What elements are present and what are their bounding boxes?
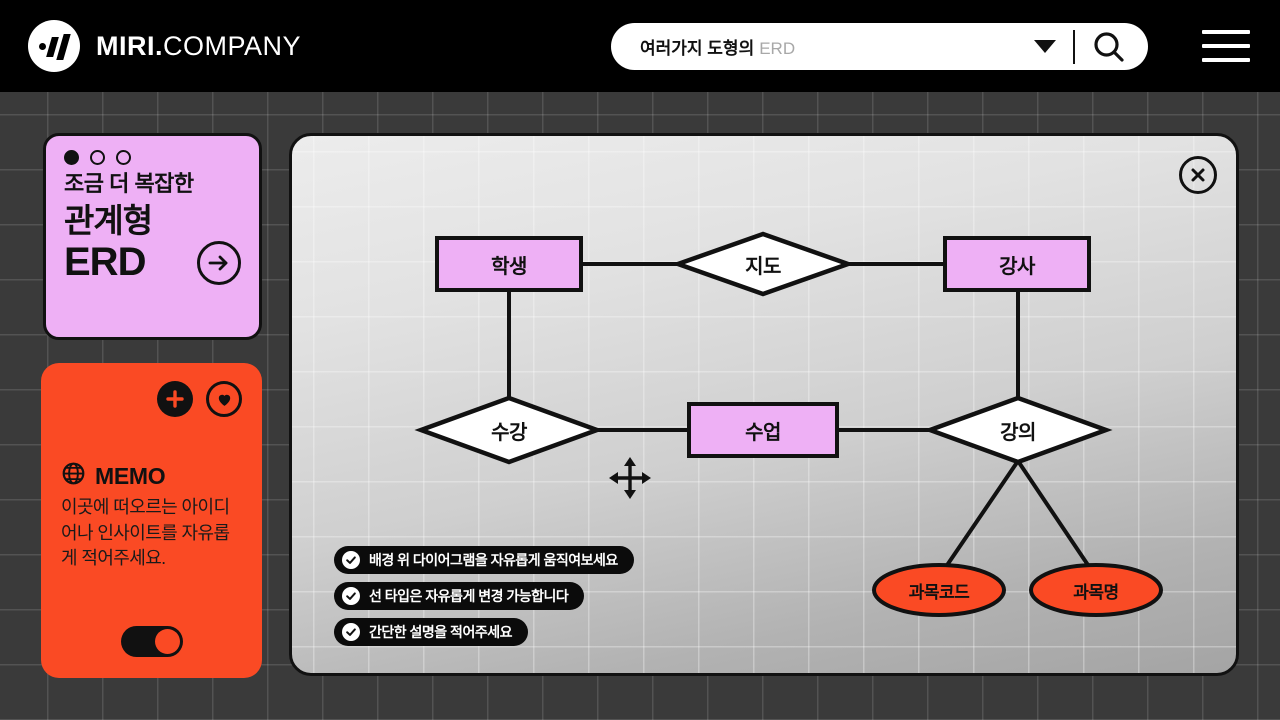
ellipse-subject-name	[1029, 563, 1163, 617]
diamond-guide	[671, 231, 855, 297]
list-item[interactable]: 선 타입은 자유롭게 변경 가능합니다	[334, 582, 585, 610]
memo-text[interactable]: 이곳에 떠오르는 아이디어나 인사이트를 자유롭게 적어주세요.	[61, 497, 230, 569]
globe-icon	[61, 461, 86, 491]
check-icon	[342, 623, 360, 641]
brand-name-light: COMPANY	[163, 30, 302, 61]
entity-instructor[interactable]: 강사	[943, 236, 1091, 292]
entity-class[interactable]: 수업	[687, 402, 839, 458]
erd-attribute-ellipses	[872, 563, 1163, 617]
hamburger-menu-icon[interactable]	[1202, 30, 1250, 62]
attribute-subject-name-label: 과목명	[1073, 582, 1119, 602]
relationship-enroll-label: 수강	[491, 421, 527, 444]
entity-class-label: 수업	[745, 421, 781, 444]
list-item-label: 선 타입은 자유롭게 변경 가능합니다	[369, 588, 569, 604]
search-input-placeholder: ERD	[759, 39, 796, 58]
search-icon[interactable]	[1092, 30, 1126, 64]
brand-name: MIRI.COMPANY	[96, 31, 301, 62]
attribute-subject-code-label: 과목코드	[908, 582, 970, 602]
memo-header: MEMO	[61, 461, 242, 491]
memo-toggle-switch[interactable]	[120, 626, 183, 657]
search-input-value: 여러가지 도형의	[640, 39, 755, 58]
card-erd-label: ERD	[64, 240, 146, 285]
memo-actions	[61, 381, 242, 417]
plus-icon[interactable]	[157, 381, 193, 417]
list-item[interactable]: 배경 위 다이어그램을 자유롭게 움직여보세요	[334, 546, 634, 574]
relationship-guide-label: 지도	[745, 255, 781, 278]
erd-relationship-diamonds	[414, 231, 1113, 465]
list-item-label: 배경 위 다이어그램을 자유롭게 움직여보세요	[369, 552, 618, 568]
close-icon[interactable]	[1179, 156, 1217, 194]
card-subtitle: 조금 더 복잡한	[64, 171, 194, 196]
card-title: 관계형	[64, 201, 153, 239]
diamond-enroll	[414, 395, 604, 465]
attribute-subject-name[interactable]: 과목명	[1031, 565, 1161, 615]
miri-logo-icon	[28, 20, 80, 72]
dot-filled	[64, 150, 79, 165]
window-dots	[64, 150, 241, 165]
arrow-right-icon[interactable]	[197, 240, 241, 285]
list-item-label: 간단한 설명을 적어주세요	[369, 624, 512, 640]
dot-outline-2	[116, 150, 131, 165]
relationship-lecture-label: 강의	[1000, 421, 1036, 444]
erd-diagram	[414, 231, 1163, 617]
entity-instructor-label: 강사	[999, 255, 1035, 278]
move-handle-icon[interactable]	[605, 453, 655, 503]
dot-outline-1	[90, 150, 105, 165]
ellipse-subject-code	[872, 563, 1006, 617]
brand-name-strong: MIRI.	[96, 30, 163, 61]
entity-student-label: 학생	[491, 255, 527, 278]
check-icon	[342, 587, 360, 605]
edge-lecture-subjectcode	[936, 458, 1021, 580]
chevron-down-icon[interactable]	[1034, 40, 1056, 53]
relationship-lecture[interactable]: 강의	[930, 398, 1106, 462]
relationship-enroll[interactable]: 수강	[421, 398, 597, 462]
list-item[interactable]: 간단한 설명을 적어주세요	[334, 618, 528, 646]
card-footer-row: ERD	[64, 240, 241, 285]
relationship-guide[interactable]: 지도	[678, 234, 848, 294]
diagram-canvas[interactable]: 학생 강사 수업 지도 수강 강의 과목코드 과목명	[289, 133, 1239, 676]
brand-logo[interactable]: MIRI.COMPANY	[28, 20, 301, 72]
hint-pill-list: 배경 위 다이어그램을 자유롭게 움직여보세요 선 타입은 자유롭게 변경 가능…	[334, 546, 634, 654]
memo-title: MEMO	[95, 462, 166, 489]
toggle-knob	[154, 629, 180, 654]
heart-icon[interactable]	[206, 381, 242, 417]
edge-lecture-subjectname	[1015, 458, 1099, 580]
attribute-subject-code[interactable]: 과목코드	[874, 565, 1004, 615]
entity-student[interactable]: 학생	[435, 236, 583, 292]
memo-card[interactable]: MEMO 이곳에 떠오르는 아이디어나 인사이트를 자유롭게 적어주세요.	[41, 363, 262, 678]
diamond-lecture	[923, 395, 1113, 465]
check-icon	[342, 551, 360, 569]
relational-erd-card[interactable]: 조금 더 복잡한 관계형 ERD	[43, 133, 262, 340]
search-divider	[1073, 29, 1075, 64]
